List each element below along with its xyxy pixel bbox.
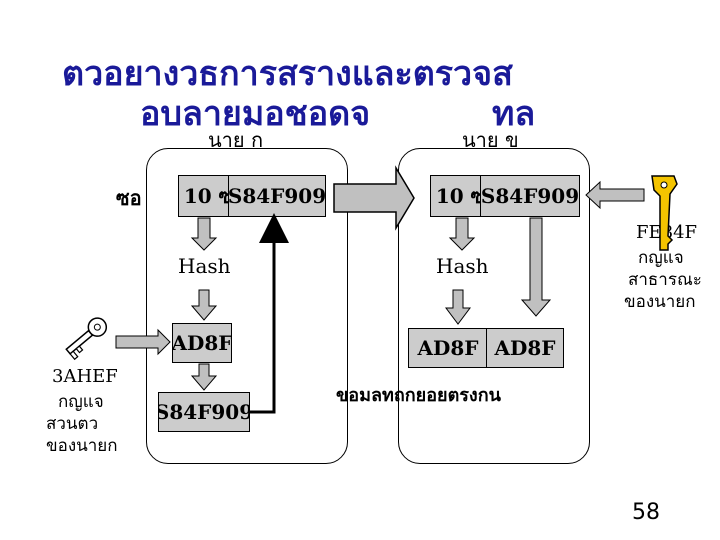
public-key-icon xyxy=(651,175,678,251)
sender-signature-attach-line xyxy=(250,213,289,414)
sender-arrow-digest-to-encrypted xyxy=(190,363,218,391)
receiver-arrow-message-to-hash xyxy=(448,217,476,251)
sender-hash-label: Hash xyxy=(178,254,231,278)
receiver-signature-box: S84F909 xyxy=(480,175,580,217)
receiver-digest-decrypted-text: AD8F xyxy=(494,336,556,360)
sender-digest-box: AD8F xyxy=(172,323,232,363)
page-number: 58 xyxy=(632,500,660,525)
title-line-2-right: ทล xyxy=(492,94,536,134)
public-key-label-3: ของนายก xyxy=(624,292,696,312)
private-key-icon xyxy=(65,317,108,361)
result-text: ขอมลทถกยอยตรงกน xyxy=(336,385,501,406)
receiver-digest-computed-box: AD8F xyxy=(408,328,488,368)
public-key-label-1: กญแจ xyxy=(638,248,684,268)
receiver-hash-label: Hash xyxy=(436,254,489,278)
private-key-value: 3AHEF xyxy=(52,366,118,387)
receiver-arrow-hash-to-digest xyxy=(445,289,471,325)
sender-arrow-message-to-hash xyxy=(190,217,218,251)
private-key-arrow xyxy=(115,328,171,356)
sender-digest-text: AD8F xyxy=(172,331,232,355)
sender-message-text: 10 ซ xyxy=(183,184,233,208)
title-line-2: อบลายมอชอดจ xyxy=(140,94,371,134)
sender-encrypted-text: S84F909 xyxy=(158,400,250,424)
receiver-signature-text: S84F909 xyxy=(480,184,580,208)
sender-arrow-hash-to-digest xyxy=(190,289,218,321)
sender-encrypted-box: S84F909 xyxy=(158,392,250,432)
receiver-digest-computed-text: AD8F xyxy=(417,336,479,360)
private-key-label-2: สวนตว xyxy=(46,414,99,434)
receiver-message-text: 10 ซ xyxy=(435,184,485,208)
private-key-label-3: ของนายก xyxy=(46,436,118,456)
receiver-arrow-signature-to-digest xyxy=(520,217,552,317)
transfer-arrow xyxy=(333,165,415,231)
sender-side-label: ซอ xyxy=(116,186,142,210)
receiver-digest-decrypted-box: AD8F xyxy=(486,328,564,368)
private-key-label-1: กญแจ xyxy=(58,392,104,412)
public-key-label-2: สาธารณะ xyxy=(628,270,702,290)
sender-signature-text: S84F909 xyxy=(228,184,326,208)
public-key-arrow xyxy=(585,180,645,210)
title-line-1: ตวอยางวธการสรางและตรวจส xyxy=(62,54,513,94)
